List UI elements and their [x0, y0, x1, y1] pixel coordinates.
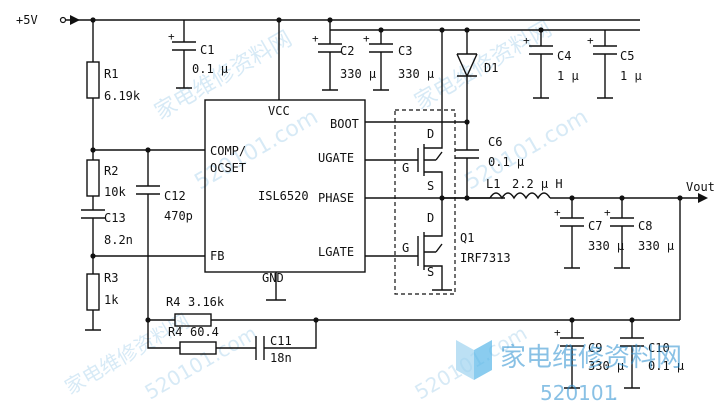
svg-text:C12: C12: [164, 189, 186, 203]
svg-text:R2: R2: [104, 164, 118, 178]
svg-text:+: +: [168, 30, 175, 43]
capacitor-c12: C12 470p: [136, 150, 193, 340]
resistor-r1: R1 6.19k: [86, 20, 141, 150]
svg-text:18n: 18n: [270, 351, 292, 365]
svg-text:330 μ: 330 μ: [638, 239, 674, 253]
svg-text:COMP/: COMP/: [210, 144, 246, 158]
svg-text:+: +: [312, 32, 319, 45]
svg-text:FB: FB: [210, 249, 224, 263]
svg-text:C3: C3: [398, 44, 412, 58]
capacitor-c2: + C2 330 μ: [312, 30, 376, 91]
svg-text:330 μ: 330 μ: [588, 359, 624, 373]
diode-d1: D1: [456, 30, 498, 122]
svg-text:C11: C11: [270, 334, 292, 348]
svg-text:2.2 μ H: 2.2 μ H: [512, 177, 563, 191]
svg-text:+: +: [587, 34, 594, 47]
svg-text:C4: C4: [557, 49, 571, 63]
svg-text:C13: C13: [104, 211, 126, 225]
svg-text:G: G: [402, 161, 409, 175]
site-logo: 家电维修资料网 520101 .: [456, 340, 682, 405]
svg-text:L1: L1: [486, 177, 500, 191]
svg-text:C1: C1: [200, 43, 214, 57]
vout-node: Vout: [679, 180, 715, 320]
svg-text:C2: C2: [340, 44, 354, 58]
svg-text:UGATE: UGATE: [318, 151, 354, 165]
svg-text:330 μ: 330 μ: [588, 239, 624, 253]
capacitor-c6: C6 0.1 μ: [455, 122, 524, 198]
svg-text:OCSET: OCSET: [210, 161, 246, 175]
vin-label: +5V: [16, 13, 38, 27]
svg-text:C9: C9: [588, 341, 602, 355]
svg-text:470p: 470p: [164, 209, 193, 223]
svg-text:C7: C7: [588, 219, 602, 233]
capacitor-c1: + C1 0.1 μ: [168, 20, 228, 89]
svg-text:3.16k: 3.16k: [188, 295, 225, 309]
svg-text:C10: C10: [648, 341, 670, 355]
capacitor-c11: C11 18n: [255, 320, 317, 365]
svg-text:6.19k: 6.19k: [104, 89, 141, 103]
svg-text:0.1 μ: 0.1 μ: [648, 359, 684, 373]
svg-text:R4: R4: [166, 295, 180, 309]
logo-site: 520101: [540, 381, 616, 405]
svg-text:GND: GND: [262, 271, 284, 285]
logo-dot: .: [612, 381, 618, 405]
svg-text:C6: C6: [488, 135, 502, 149]
svg-text:60.4: 60.4: [190, 325, 219, 339]
svg-text:S: S: [427, 265, 434, 279]
svg-text:330 μ: 330 μ: [340, 67, 376, 81]
vin-rail: +5V: [16, 13, 640, 33]
capacitor-c7: + C7 330 μ: [554, 198, 624, 269]
svg-text:R1: R1: [104, 67, 118, 81]
svg-text:R3: R3: [104, 271, 118, 285]
svg-text:+: +: [363, 32, 370, 45]
svg-text:D1: D1: [484, 61, 498, 75]
svg-text:1k: 1k: [104, 293, 119, 307]
svg-text:0.1 μ: 0.1 μ: [488, 155, 524, 169]
ic-isl6520: ISL6520 VCC BOOT UGATE PHASE LGATE COMP/…: [204, 99, 366, 285]
svg-text:0.1 μ: 0.1 μ: [192, 62, 228, 76]
svg-text:PHASE: PHASE: [318, 191, 354, 205]
svg-text:LGATE: LGATE: [318, 245, 354, 259]
svg-text:10k: 10k: [104, 185, 126, 199]
svg-text:R4: R4: [168, 325, 182, 339]
svg-text:+: +: [554, 326, 561, 339]
capacitor-c3: + C3 330 μ: [363, 30, 434, 91]
capacitor-c4: + C4 1 μ: [523, 30, 579, 99]
capacitor-c9: + C9 330 μ: [554, 320, 624, 389]
svg-text:C5: C5: [620, 49, 634, 63]
svg-text:D: D: [427, 127, 434, 141]
resistor-r4-60r4: R4 60.4: [168, 325, 256, 355]
capacitor-c10: C10 0.1 μ: [620, 320, 684, 389]
mosfet-q1: D G S D G S Q1 IRF7313: [394, 30, 511, 295]
resistor-r3: R3 1k: [85, 256, 119, 331]
svg-text:1 μ: 1 μ: [620, 69, 642, 83]
svg-text:+: +: [554, 206, 561, 219]
capacitor-c13: C13 8.2n: [81, 209, 133, 256]
resistor-r2: R2 10k: [86, 150, 126, 210]
svg-text:BOOT: BOOT: [330, 117, 359, 131]
svg-text:IRF7313: IRF7313: [460, 251, 511, 265]
svg-text:G: G: [402, 241, 409, 255]
svg-text:ISL6520: ISL6520: [258, 189, 309, 203]
svg-text:8.2n: 8.2n: [104, 233, 133, 247]
svg-text:+: +: [604, 206, 611, 219]
svg-text:VCC: VCC: [268, 104, 290, 118]
svg-text:1 μ: 1 μ: [557, 69, 579, 83]
resistor-r4-3k16: R4 3.16k: [166, 295, 680, 327]
svg-text:C8: C8: [638, 219, 652, 233]
svg-text:D: D: [427, 211, 434, 225]
vout-label: Vout: [686, 180, 715, 194]
capacitor-c5: + C5 1 μ: [587, 30, 642, 99]
svg-text:330 μ: 330 μ: [398, 67, 434, 81]
svg-text:+: +: [523, 34, 530, 47]
svg-text:Q1: Q1: [460, 231, 474, 245]
capacitor-c8: + C8 330 μ: [604, 198, 674, 269]
svg-text:S: S: [427, 179, 434, 193]
logo-text: 家电维修资料网: [500, 343, 682, 373]
